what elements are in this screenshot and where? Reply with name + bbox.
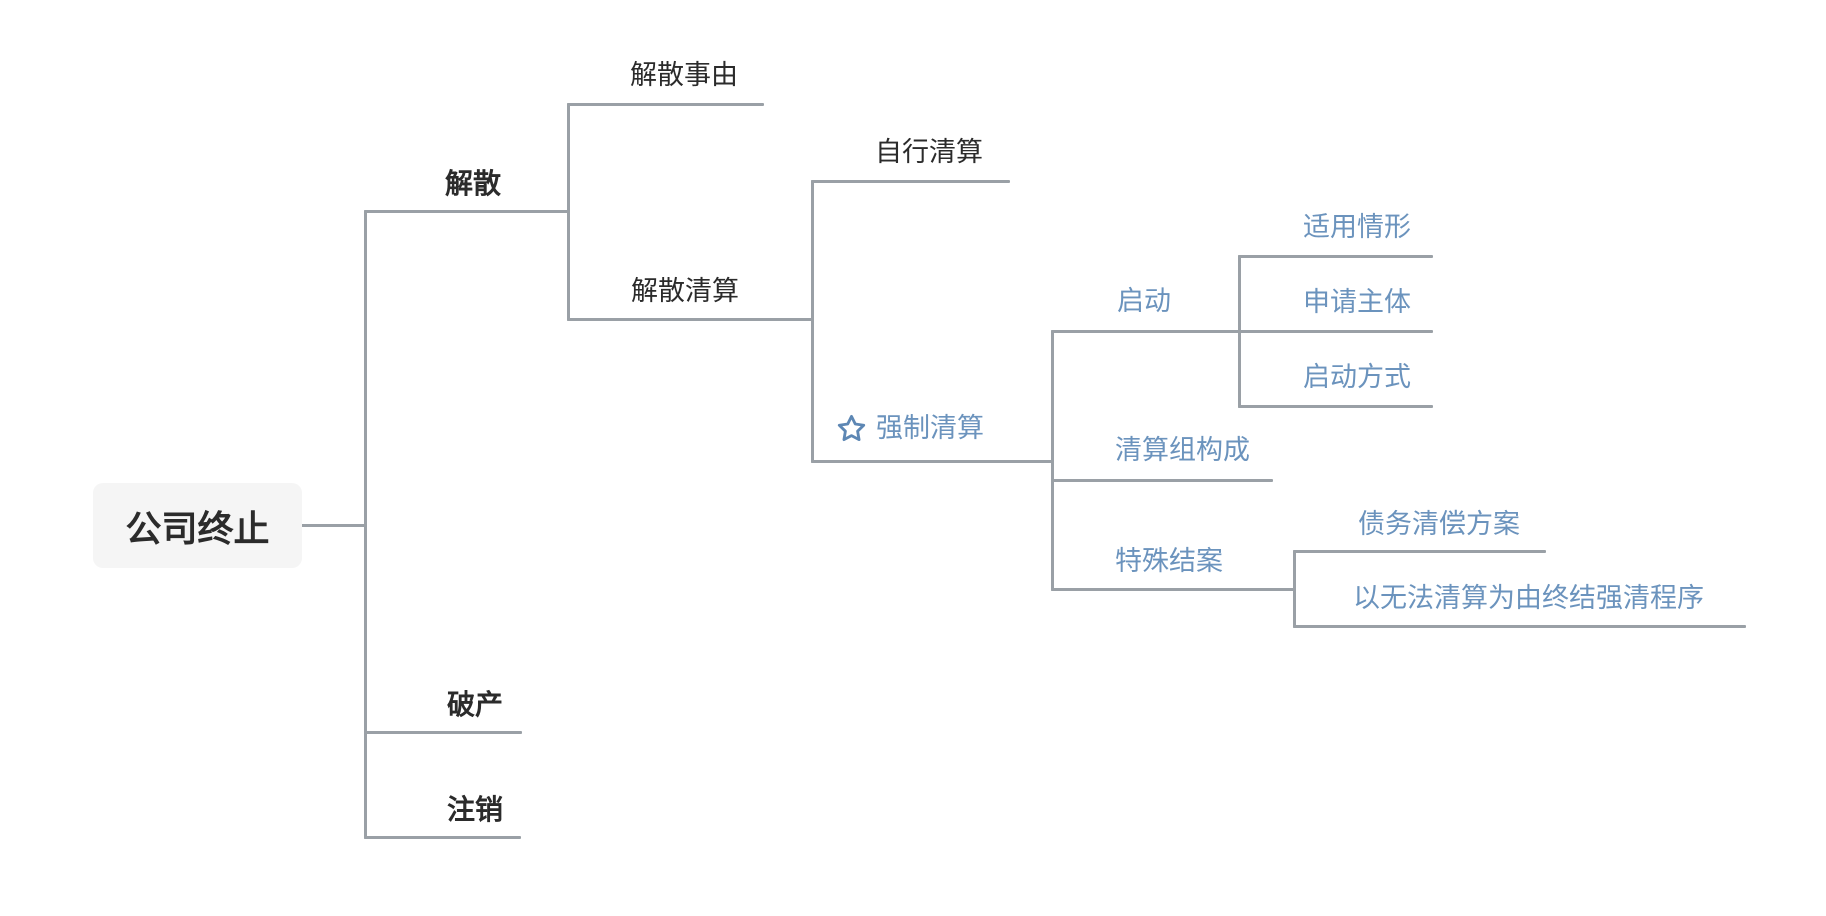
connector-qiangzhi-qingsuan-underline [811, 460, 1054, 463]
connector-zixing-qingsuan-underline [811, 180, 1010, 183]
connector-root-to-trunk [300, 524, 366, 527]
connector-qidong-underline [1051, 330, 1240, 333]
topic-applicable-circumstances[interactable]: 适用情形 [1303, 212, 1411, 242]
topic-terminate-liquidation-procedure[interactable]: 以无法清算为由终结强清程序 [1353, 583, 1704, 613]
connector-trunk-vertical [364, 210, 367, 839]
connector-jiesanqingsuan-children-vertical [811, 180, 814, 463]
connector-shiyong-qingxing-underline [1238, 255, 1433, 258]
root-topic-company-termination[interactable]: 公司终止 [93, 483, 302, 568]
topic-dissolution-liquidation[interactable]: 解散清算 [631, 276, 739, 306]
connector-jiesan-underline [364, 210, 570, 213]
connector-qidong-fangshi-underline [1238, 405, 1433, 408]
topic-dissolution-causes[interactable]: 解散事由 [630, 60, 738, 90]
connector-zhaiwu-qingchang-underline [1293, 550, 1546, 553]
topic-applicant-subject[interactable]: 申请主体 [1303, 287, 1411, 317]
root-topic-label: 公司终止 [125, 507, 270, 549]
topic-bankruptcy[interactable]: 破产 [447, 689, 504, 720]
topic-deregistration[interactable]: 注销 [447, 794, 504, 825]
connector-yiwufa-qingsuan-underline [1293, 625, 1746, 628]
connector-jiesan-shiyou-underline [567, 103, 764, 106]
connector-shenqing-zhuti-underline [1238, 330, 1433, 333]
connector-teshu-children-vertical [1293, 550, 1296, 628]
topic-self-liquidation[interactable]: 自行清算 [875, 137, 983, 167]
topic-initiation-method[interactable]: 启动方式 [1303, 362, 1411, 392]
connector-zhuxiao-underline [364, 836, 521, 839]
connector-qiangzhi-children-vertical [1051, 330, 1054, 591]
connector-jiesan-qingsuan-underline [567, 318, 814, 321]
connector-pochan-underline [364, 731, 522, 734]
star-outline-icon [837, 415, 866, 442]
topic-dissolution[interactable]: 解散 [445, 168, 502, 199]
connector-qingsuanzu-underline [1051, 479, 1273, 482]
connector-teshu-jiean-underline [1051, 588, 1295, 591]
connector-jiesan-children-vertical [567, 103, 570, 321]
topic-compulsory-liquidation[interactable]: 强制清算 [836, 412, 984, 446]
topic-compulsory-liquidation-label: 强制清算 [876, 413, 984, 443]
topic-liquidation-group-composition[interactable]: 清算组构成 [1115, 435, 1250, 465]
topic-initiation[interactable]: 启动 [1117, 286, 1171, 316]
topic-special-case-closure[interactable]: 特殊结案 [1115, 546, 1223, 576]
topic-debt-settlement-plan[interactable]: 债务清偿方案 [1358, 509, 1520, 539]
